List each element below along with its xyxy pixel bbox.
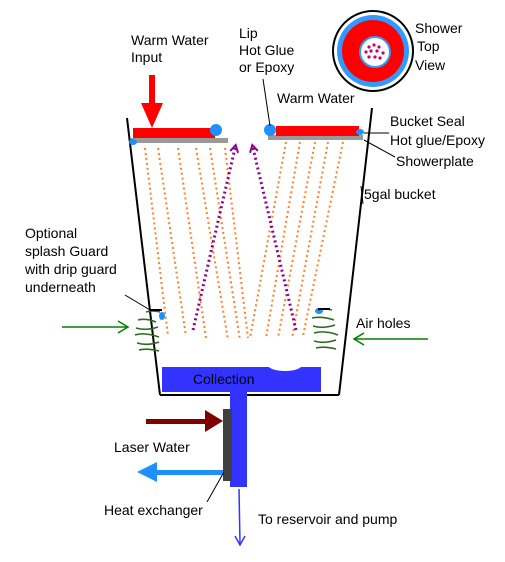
laser-water-in-arrow: [146, 410, 223, 432]
leader-splash-guard: [124, 294, 151, 311]
splash-guard-label-line2: splash Guard: [25, 243, 108, 259]
leader-lines: [124, 78, 396, 503]
lip-label-line3: or Epoxy: [239, 59, 294, 75]
showerplate-label: Showerplate: [396, 153, 474, 169]
collection-tray: [162, 357, 321, 487]
splash-guard-left: [134, 309, 162, 352]
shower-top-view-label-line3: View: [415, 57, 446, 73]
showerplate-right: [268, 135, 363, 140]
warm-water-label: Warm Water: [277, 90, 355, 106]
water-spray-lines: [144, 141, 344, 341]
splash-guard-label-line4: underneath: [25, 279, 96, 295]
leader-heat-exchanger: [206, 471, 225, 503]
shower-head-right: [276, 126, 359, 136]
shower-head-left: [133, 128, 215, 138]
lip-label-line1: Lip: [239, 25, 258, 41]
shower-holes: [364, 43, 385, 60]
heat-exchanger: [223, 409, 232, 481]
splash-guard-right: [311, 308, 339, 350]
bucket-seal-label-line2: Hot glue/Epoxy: [390, 132, 485, 148]
warm-water-input-label-line1: Warm Water: [131, 32, 209, 48]
lip-label-line2: Hot Glue: [239, 42, 294, 58]
splash-guard-label-line1: Optional: [25, 225, 77, 241]
bucket-seal-label-line1: Bucket Seal: [390, 113, 465, 129]
glue-dots: [129, 124, 364, 320]
warm-vapor-arrows: [191, 148, 298, 331]
bucket-outline: [126, 107, 373, 396]
collection-label: Collection: [193, 371, 254, 387]
heat-exchanger-label: Heat exchanger: [104, 502, 203, 518]
splash-guard-label-line3: with drip guard: [24, 261, 117, 277]
shower-top-view-icon: [332, 10, 414, 92]
air-inflow-arrow-right: [352, 332, 428, 346]
shower-top-view-label-line1: Shower: [415, 20, 463, 36]
showerplate-left: [131, 138, 228, 143]
vapor-arrow-left: [191, 148, 235, 331]
air-inflow-arrow-left: [62, 320, 130, 334]
shower-top-center: [359, 36, 391, 68]
glue-splash-left: [159, 312, 165, 320]
warm-water-input-label-line2: Input: [131, 49, 162, 65]
warm-water-input-arrow: [141, 75, 163, 128]
glue-lip-left: [210, 124, 222, 136]
leader-showerplate: [363, 139, 396, 158]
laser-water-out-arrow: [137, 462, 223, 482]
leader-bucket: [360, 185, 364, 205]
glue-seal-left: [129, 139, 137, 145]
bucket-label: 5gal bucket: [364, 186, 436, 202]
vapor-arrow-right: [253, 148, 298, 331]
reservoir-label: To reservoir and pump: [258, 511, 398, 527]
reservoir-outflow-arrow: [234, 488, 246, 547]
glue-seal-right: [356, 129, 364, 135]
laser-water-label: Laser Water: [114, 439, 190, 455]
air-holes-label: Air holes: [356, 315, 410, 331]
leader-lip: [262, 78, 271, 127]
glue-lip-right: [264, 124, 276, 136]
shower-top-view-label-line2: Top: [417, 38, 440, 54]
